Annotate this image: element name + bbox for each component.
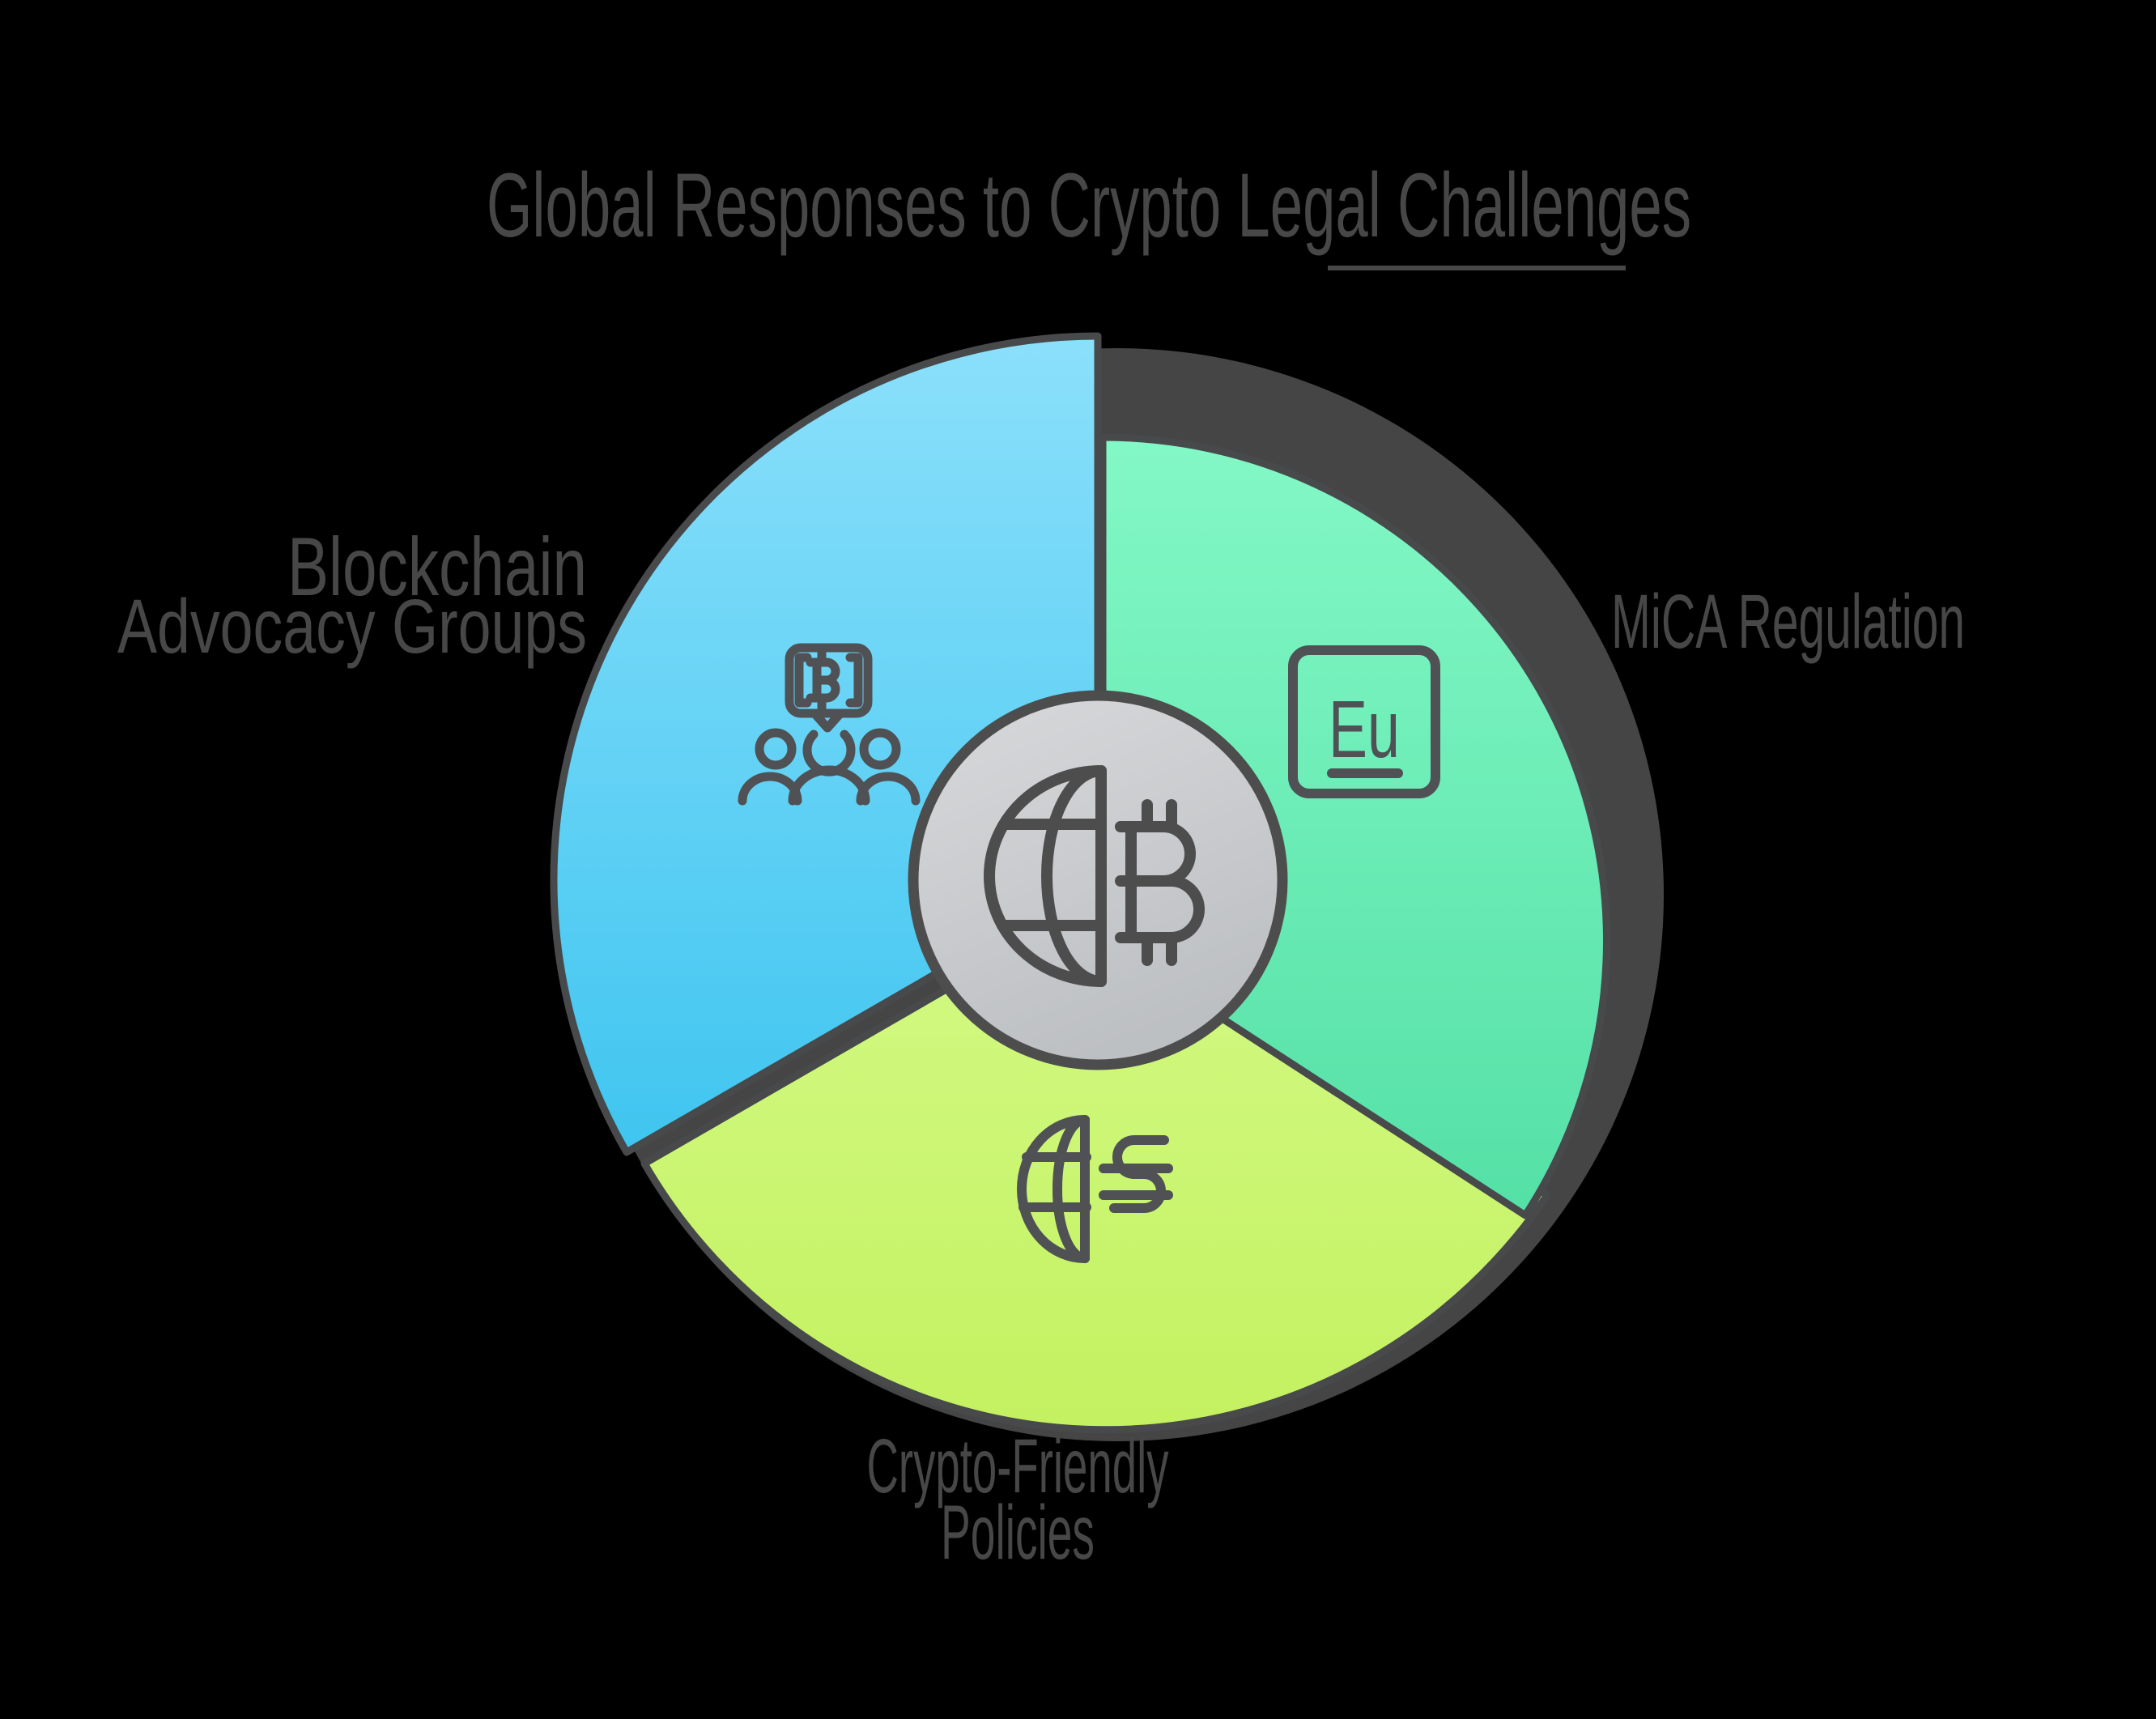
bracket-left bbox=[794, 653, 812, 708]
speech-bubble bbox=[785, 643, 873, 718]
eu-element-text: Eu bbox=[1329, 684, 1400, 775]
bitcoin-speech-bubble-people-icon bbox=[738, 643, 921, 806]
bitcoin-b-glyph bbox=[1115, 821, 1205, 943]
person-right-head bbox=[859, 728, 901, 770]
label-mica-regulation: MiCA Regulation bbox=[1611, 579, 1965, 665]
person-left-head bbox=[755, 728, 797, 770]
currency-s-glyph bbox=[1109, 1135, 1169, 1213]
center-globe-outer-arc bbox=[984, 765, 1107, 987]
globe-currency-icon bbox=[1017, 1115, 1173, 1263]
bitcoin-b-ticks bbox=[1142, 799, 1177, 966]
eu-element-square-icon bbox=[1288, 645, 1440, 798]
label-blockchain-line2: Advocacy Groups bbox=[117, 584, 587, 670]
segment-crypto-friendly bbox=[640, 893, 1551, 1434]
label-crypto-friendly: Crypto-Friendly Policies bbox=[867, 1423, 1169, 1576]
page-title: Global Responses to Crypto Legal Challen… bbox=[487, 155, 1691, 256]
bitcoin-b-glyph bbox=[806, 657, 840, 703]
label-blockchain-line1: Blockchain bbox=[287, 521, 587, 613]
bracket-right bbox=[845, 653, 863, 708]
segment-mica-regulation bbox=[1099, 433, 1610, 1219]
center-globe-inner-arc bbox=[1041, 765, 1107, 987]
speech-bubble-tail bbox=[810, 708, 845, 733]
element-square bbox=[1288, 645, 1440, 798]
globe-inner-arc bbox=[1052, 1115, 1090, 1263]
label-blockchain-advocacy: Blockchain Advocacy Groups bbox=[117, 521, 587, 670]
title-underline bbox=[1328, 266, 1626, 270]
person-center-body bbox=[788, 765, 870, 806]
currency-bars bbox=[1099, 1164, 1173, 1200]
globe-bitcoin-icon bbox=[984, 765, 1205, 987]
label-crypto-line1: Crypto-Friendly bbox=[867, 1423, 1169, 1509]
globe-outer-arc bbox=[1017, 1115, 1090, 1263]
label-crypto-line2: Policies bbox=[941, 1490, 1095, 1576]
